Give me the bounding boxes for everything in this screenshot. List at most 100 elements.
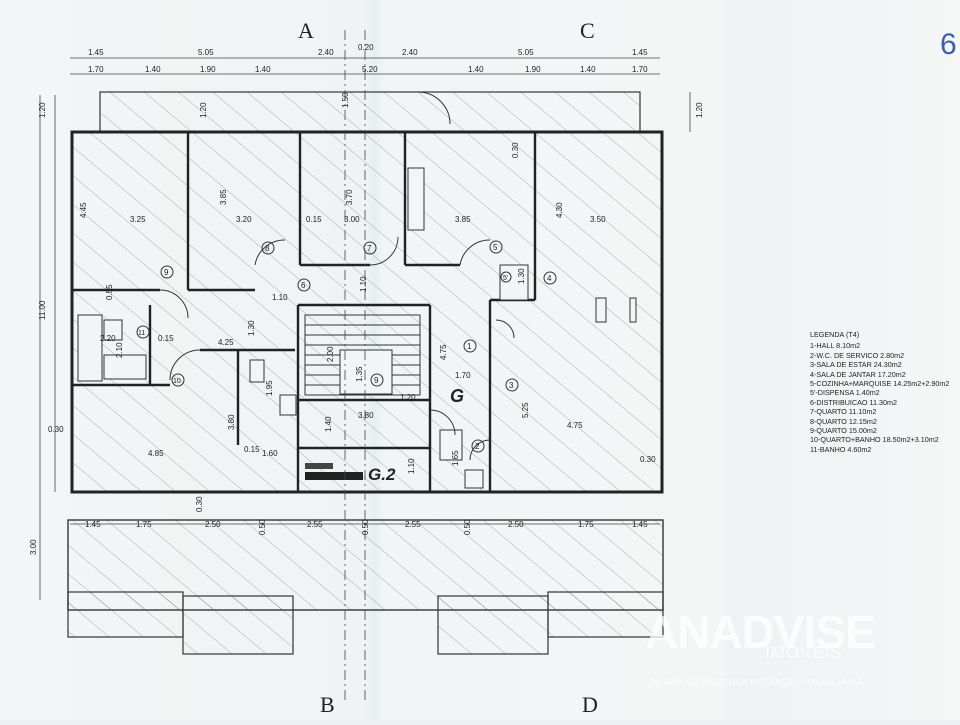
legend-item: 10-QUARTO+BANHO 18.50m2+3.10m2 bbox=[810, 435, 939, 445]
dim-label: 0.50 bbox=[361, 519, 370, 535]
dim-label: 4.25 bbox=[218, 338, 234, 347]
room-marker: 8 bbox=[261, 241, 275, 255]
annotation-g2: G.2 bbox=[368, 465, 396, 484]
dim-label: 2.55 bbox=[307, 520, 323, 529]
svg-text:5': 5' bbox=[503, 275, 508, 282]
legend-item: 5'-DISPENSA 1.40m2 bbox=[810, 388, 880, 398]
dim-label: 4.30 bbox=[555, 202, 564, 218]
dim-label: 1.45 bbox=[632, 520, 648, 529]
room-marker: 5' bbox=[500, 271, 512, 283]
dim-label: 3.50 bbox=[590, 215, 606, 224]
dim-label: 1.70 bbox=[632, 65, 648, 74]
dim-label: 1.35 bbox=[355, 366, 364, 382]
room-markers: 1 2 3 4 5 5' 6 7 8 9 9 10 11 bbox=[136, 240, 557, 453]
dim-label: 3.85 bbox=[455, 215, 471, 224]
dim-label: 1.45 bbox=[632, 48, 648, 57]
dim-label: 4.85 bbox=[148, 449, 164, 458]
dim-label: 1.40 bbox=[324, 416, 333, 432]
room-marker: 2 bbox=[471, 439, 485, 453]
dim-label: 2.40 bbox=[318, 48, 334, 57]
svg-text:1: 1 bbox=[467, 342, 472, 351]
dim-label: 4.75 bbox=[567, 421, 583, 430]
dim-label: 3.70 bbox=[345, 189, 354, 205]
dim-label: 5.05 bbox=[198, 48, 214, 57]
dim-label: 1.20 bbox=[199, 102, 208, 118]
legend-item: 4-SALA DE JANTAR 17.20m2 bbox=[810, 369, 906, 379]
dim-label: 0.30 bbox=[511, 142, 520, 158]
dim-label: 2.40 bbox=[402, 48, 418, 57]
dim-top-row2: 1.70 1.40 1.90 1.40 5.20 1.40 1.90 1.40 … bbox=[88, 65, 648, 74]
svg-text:10: 10 bbox=[173, 378, 181, 385]
svg-text:9: 9 bbox=[164, 268, 169, 277]
room-marker: 5 bbox=[489, 240, 503, 254]
dim-label: 1.70 bbox=[88, 65, 104, 74]
room-marker: 7 bbox=[363, 241, 377, 255]
dim-label: 1.10 bbox=[407, 458, 416, 474]
room-marker: 6 bbox=[297, 278, 311, 292]
dim-label: 4.45 bbox=[79, 202, 88, 218]
dim-label: 0.55 bbox=[105, 284, 114, 300]
dim-label: 3.80 bbox=[358, 411, 374, 420]
balcony-right bbox=[547, 591, 664, 638]
grid-marker-a: A bbox=[298, 18, 314, 43]
dim-label: 1.20 bbox=[400, 393, 416, 402]
legend-item: 8-QUARTO 12.15m2 bbox=[810, 416, 877, 426]
dim-label: 0.50 bbox=[463, 519, 472, 535]
dim-label: 2.50 bbox=[508, 520, 524, 529]
dim-label: 1.10 bbox=[359, 276, 368, 292]
dim-label: 0.20 bbox=[358, 43, 374, 52]
dim-label: 3.00 bbox=[29, 539, 38, 555]
dim-label: 5.25 bbox=[521, 402, 530, 418]
dim-label: 1.65 bbox=[451, 450, 460, 466]
dim-sides: 1.20 11.00 0.30 3.00 1.20 0.30 bbox=[29, 102, 704, 555]
legend-item: 6-DISTRIBUICAO 11.30m2 bbox=[810, 397, 897, 407]
dim-label: 1.40 bbox=[255, 65, 271, 74]
watermark: ANADVISE IMÓVEIS By ANA SILVA SOUSA MEDI… bbox=[645, 605, 876, 687]
dim-label: 1.75 bbox=[578, 520, 594, 529]
svg-text:8: 8 bbox=[265, 244, 270, 253]
grid-marker-d: D bbox=[582, 692, 598, 717]
dim-label: 1.90 bbox=[525, 65, 541, 74]
legend-item: 9-QUARTO 15.00m2 bbox=[810, 426, 877, 436]
dim-label: 4.75 bbox=[439, 344, 448, 360]
legend-item: 5-COZINHA+MARQUISE 14.25m2+2.90m2 bbox=[810, 379, 950, 389]
room-marker: 9 bbox=[160, 265, 174, 279]
dim-label: 0.15 bbox=[244, 445, 260, 454]
svg-text:6: 6 bbox=[301, 281, 306, 290]
legend-item: 1-HALL 8.10m2 bbox=[810, 341, 861, 351]
svg-text:9: 9 bbox=[374, 376, 379, 385]
dim-label: 3.80 bbox=[227, 414, 236, 430]
grid-marker-b: B bbox=[320, 692, 335, 717]
dim-label: 1.70 bbox=[455, 371, 471, 380]
svg-text:5: 5 bbox=[493, 243, 498, 252]
room-marker: 4 bbox=[543, 271, 557, 285]
balcony-left bbox=[67, 591, 184, 638]
svg-text:2: 2 bbox=[475, 442, 480, 451]
dim-label: 3.85 bbox=[219, 189, 228, 205]
dim-label: 5.20 bbox=[362, 65, 378, 74]
room-marker: 11 bbox=[136, 325, 150, 339]
dim-label: 1.60 bbox=[262, 449, 278, 458]
legend-item: 2-W.C. DE SERVICO 2.80m2 bbox=[810, 350, 905, 360]
dim-label: 1.30 bbox=[517, 268, 526, 284]
dim-label: 1.20 bbox=[38, 102, 47, 118]
dim-bottom: 1.45 1.75 2.50 0.50 2.55 0.50 2.55 0.50 … bbox=[85, 519, 648, 535]
watermark-line: By ANA SILVA SOUSA MEDIAÇÃO IMOBILIÁRIA bbox=[650, 677, 863, 687]
dim-label: 1.45 bbox=[88, 48, 104, 57]
watermark-brand: DVISE bbox=[741, 606, 876, 658]
page-mark: 6 bbox=[940, 28, 957, 61]
dim-label: 2.00 bbox=[326, 346, 335, 362]
dim-label: 0.30 bbox=[48, 425, 64, 434]
dim-label: 3.25 bbox=[130, 215, 146, 224]
dim-label: 0.15 bbox=[306, 215, 322, 224]
dim-label: 1.40 bbox=[580, 65, 596, 74]
svg-text:3: 3 bbox=[509, 381, 514, 390]
legend-item: 7-QUARTO 11.10m2 bbox=[810, 407, 877, 417]
dim-label: 2.55 bbox=[405, 520, 421, 529]
svg-text:11: 11 bbox=[138, 330, 145, 337]
balcony-mid-left bbox=[182, 595, 294, 655]
legend-item: 3-SALA DE ESTAR 24.30m2 bbox=[810, 360, 902, 370]
dimension-lines bbox=[39, 30, 691, 700]
